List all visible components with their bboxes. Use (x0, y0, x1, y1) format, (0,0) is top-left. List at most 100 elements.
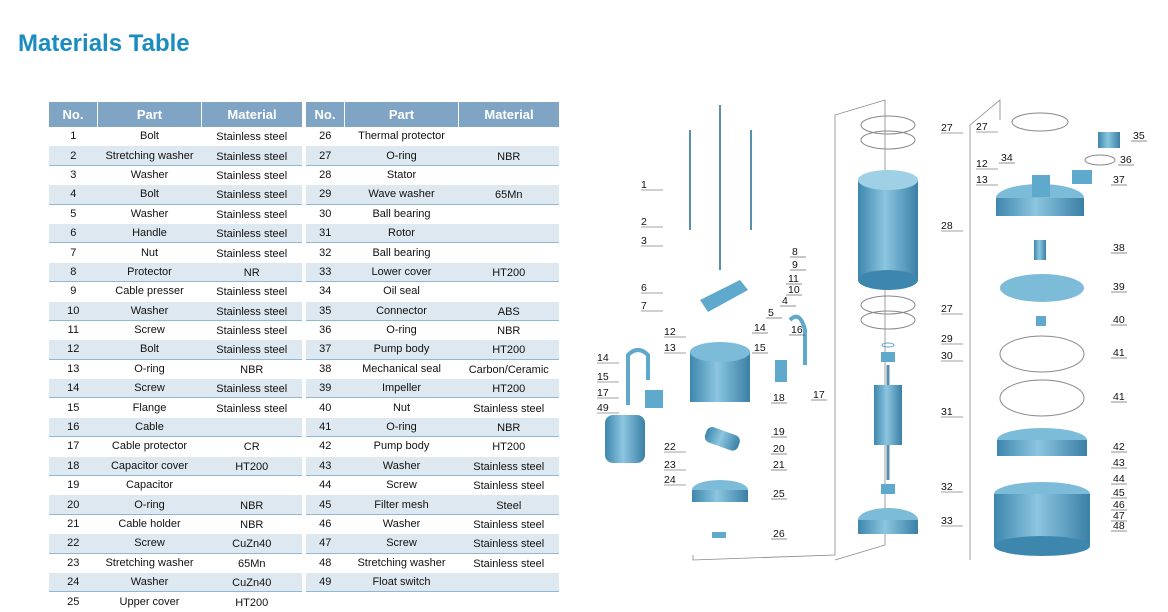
cell-material: CuZn40 (201, 533, 302, 554)
cell-no: 37 (306, 339, 345, 360)
cell-part: Washer (344, 514, 459, 535)
callout-label: 6 (641, 282, 647, 294)
cell-material (201, 416, 302, 438)
callout-label: 16 (791, 324, 803, 336)
callout-label: 23 (664, 459, 676, 471)
cell-material: Stainless steel (201, 127, 302, 147)
callout-label: 17 (813, 389, 825, 401)
callout-label: 12 (976, 158, 988, 170)
cell-no: 3 (49, 165, 98, 186)
cell-material: Stainless steel (458, 553, 559, 573)
cell-material: HT200 (458, 339, 559, 360)
cell-no: 22 (49, 533, 98, 554)
cell-no: 47 (306, 533, 345, 554)
cell-material: Stainless steel (201, 222, 302, 244)
header-no: No. (306, 102, 345, 127)
pump-assembly (994, 112, 1120, 556)
callout-label: 35 (1133, 130, 1145, 142)
callout-label: 39 (1113, 281, 1125, 293)
page-title: Materials Table (18, 30, 190, 57)
cell-no: 30 (306, 204, 345, 224)
callout-label: 28 (941, 220, 953, 232)
callout-label: 25 (773, 488, 785, 500)
cell-part: Wave washer (344, 184, 459, 205)
callout-label: 13 (976, 174, 988, 186)
callout-label: 47 (1113, 510, 1125, 522)
cell-material (458, 222, 559, 244)
cell-material (458, 165, 559, 186)
callout-label: 2 (641, 216, 647, 228)
callout-label: 18 (773, 392, 785, 404)
callout-label: 49 (597, 402, 609, 414)
callout-label: 17 (597, 387, 609, 399)
header-material: Material (458, 102, 559, 127)
cell-part: Protector (97, 261, 202, 283)
cell-material: CuZn40 (201, 571, 302, 593)
callout-label: 24 (664, 474, 676, 486)
motor-assembly (858, 115, 918, 534)
cell-part: Impeller (344, 378, 459, 399)
cell-material: HT200 (201, 591, 302, 612)
cell-material: Stainless steel (201, 378, 302, 399)
cell-part: Washer (97, 300, 202, 321)
callout-label: 15 (597, 371, 609, 383)
callout-label: 7 (641, 300, 647, 312)
cell-material: NBR (201, 494, 302, 515)
cell-part: Cable protector (97, 436, 202, 457)
callout-label: 36 (1120, 154, 1132, 166)
cell-no: 16 (49, 416, 98, 438)
cell-no: 39 (306, 378, 345, 399)
cell-material (458, 571, 559, 593)
callout-label: 14 (597, 352, 609, 364)
callout-label: 15 (754, 342, 766, 354)
callout-label: 27 (941, 303, 953, 315)
callout-label: 32 (941, 481, 953, 493)
cell-part: Stretching washer (97, 145, 202, 166)
cell-part: Screw (97, 533, 202, 554)
top-cover-assembly (605, 105, 807, 538)
callout-label: 5 (768, 307, 774, 319)
cell-part: O-ring (344, 145, 459, 166)
callout-label: 29 (941, 333, 953, 345)
callout-label: 31 (941, 406, 953, 418)
callout-label: 11 (788, 273, 799, 285)
cell-material: NR (201, 261, 302, 283)
callout-label: 48 (1113, 520, 1125, 532)
callout-label: 45 (1113, 487, 1125, 499)
cell-no: 33 (306, 261, 345, 283)
cell-part: Cable (97, 416, 202, 438)
cell-no: 18 (49, 455, 98, 477)
cell-part: Cable presser (97, 281, 202, 302)
cell-material: Stainless steel (201, 242, 302, 263)
cell-no: 27 (306, 145, 345, 166)
cell-part: Float switch (344, 571, 459, 593)
cell-part: Capacitor cover (97, 455, 202, 477)
header-part: Part (97, 102, 202, 127)
cell-no: 5 (49, 204, 98, 224)
cell-part: Upper cover (97, 591, 202, 612)
cell-part: Washer (97, 204, 202, 224)
cell-material: NBR (458, 145, 559, 166)
